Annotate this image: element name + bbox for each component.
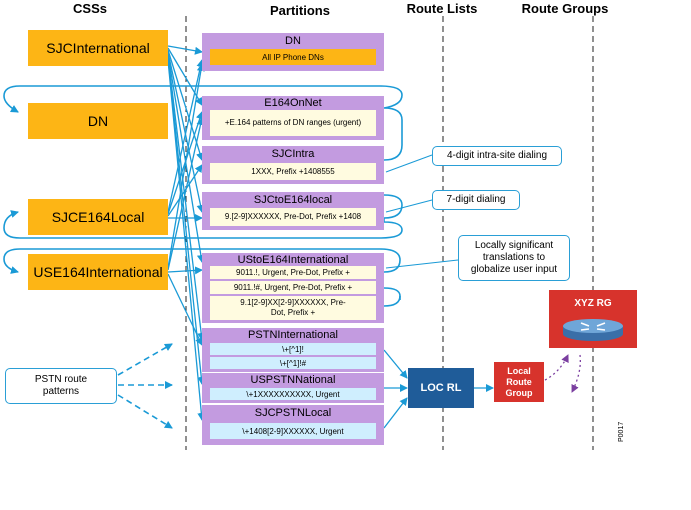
callout-seven-digit: 7-digit dialing xyxy=(432,190,520,210)
figure-id: P0017 xyxy=(618,421,625,442)
route-group-arrows xyxy=(544,354,581,393)
partition-row: \+[^1]!# xyxy=(210,357,376,369)
partition-e164onnet: E164OnNet +E.164 patterns of DN ranges (… xyxy=(202,96,384,140)
partition-title: DN xyxy=(285,35,301,47)
callout-leaders xyxy=(385,154,459,269)
partition-row: 9.1[2-9]XX[2-9]XXXXXX, Pre-Dot, Prefix + xyxy=(210,296,376,320)
css-dn: DN xyxy=(28,103,168,139)
partition-title: E164OnNet xyxy=(264,97,322,109)
partition-title: SJCPSTNLocal xyxy=(254,407,332,419)
route-list-loc-rl: LOC RL xyxy=(408,368,474,408)
partition-ustoe164international: UStoE164International 9011.!, Urgent, Pr… xyxy=(202,253,384,323)
partition-title: PSTNInternational xyxy=(248,329,338,341)
partition-sjcintra: SJCIntra 1XXX, Prefix +1408555 xyxy=(202,146,384,184)
partition-sjctoe164local: SJCtoE164local 9.[2-9]XXXXXX, Pre-Dot, P… xyxy=(202,192,384,230)
router-icon xyxy=(563,319,623,341)
partition-sjcpstnlocal: SJCPSTNLocal \+1408[2-9]XXXXXX, Urgent xyxy=(202,405,384,445)
callout-locally-significant: Locally significant translations to glob… xyxy=(458,235,570,281)
partition-row: 9.[2-9]XXXXXX, Pre-Dot, Prefix +1408 xyxy=(210,208,376,226)
css-use164-international: USE164International xyxy=(28,254,168,290)
css-partition-arrows xyxy=(167,45,206,421)
callout-intra-site: 4-digit intra-site dialing xyxy=(432,146,562,166)
css-sjc-international: SJCInternational xyxy=(28,30,168,66)
translation-loops xyxy=(3,85,403,307)
partition-title: USPSTNNational xyxy=(250,374,336,386)
partition-row: 9011.!#, Urgent, Pre-Dot, Prefix + xyxy=(210,281,376,294)
css-header: CSSs xyxy=(73,1,107,16)
partition-uspstnnational: USPSTNNational \+1XXXXXXXXXX, Urgent xyxy=(202,373,384,403)
partition-row: 9011.!, Urgent, Pre-Dot, Prefix + xyxy=(210,266,376,279)
xyz-rg-label: XYZ RG xyxy=(574,298,612,309)
route-groups-header: Route Groups xyxy=(521,1,609,16)
partition-title: SJCIntra xyxy=(271,148,315,160)
route-lists-header: Route Lists xyxy=(406,1,478,16)
partition-row: +E.164 patterns of DN ranges (urgent) xyxy=(210,110,376,136)
css-sjc-e164-local: SJCE164Local xyxy=(28,199,168,235)
partition-row: \+1XXXXXXXXXX, Urgent xyxy=(210,388,376,400)
partition-title: SJCtoE164local xyxy=(253,194,333,206)
partition-row: All IP Phone DNs xyxy=(210,49,376,65)
partition-pstninternational: PSTNInternational \+[^1]! \+[^1]!# xyxy=(202,328,384,372)
local-route-group: Local Route Group xyxy=(494,362,544,402)
callout-pstn-route-patterns: PSTN route patterns xyxy=(5,368,117,404)
partition-title: UStoE164International xyxy=(237,254,349,266)
partition-row: 1XXX, Prefix +1408555 xyxy=(210,163,376,180)
pstn-pattern-arrows xyxy=(117,343,173,429)
partition-dn: DN All IP Phone DNs xyxy=(202,33,384,71)
partition-row: \+[^1]! xyxy=(210,343,376,355)
xyz-route-group: XYZ RG xyxy=(549,290,637,348)
partitions-header: Partitions xyxy=(270,3,330,18)
partition-routelist-arrows xyxy=(383,349,494,429)
partition-row: \+1408[2-9]XXXXXX, Urgent xyxy=(210,423,376,439)
